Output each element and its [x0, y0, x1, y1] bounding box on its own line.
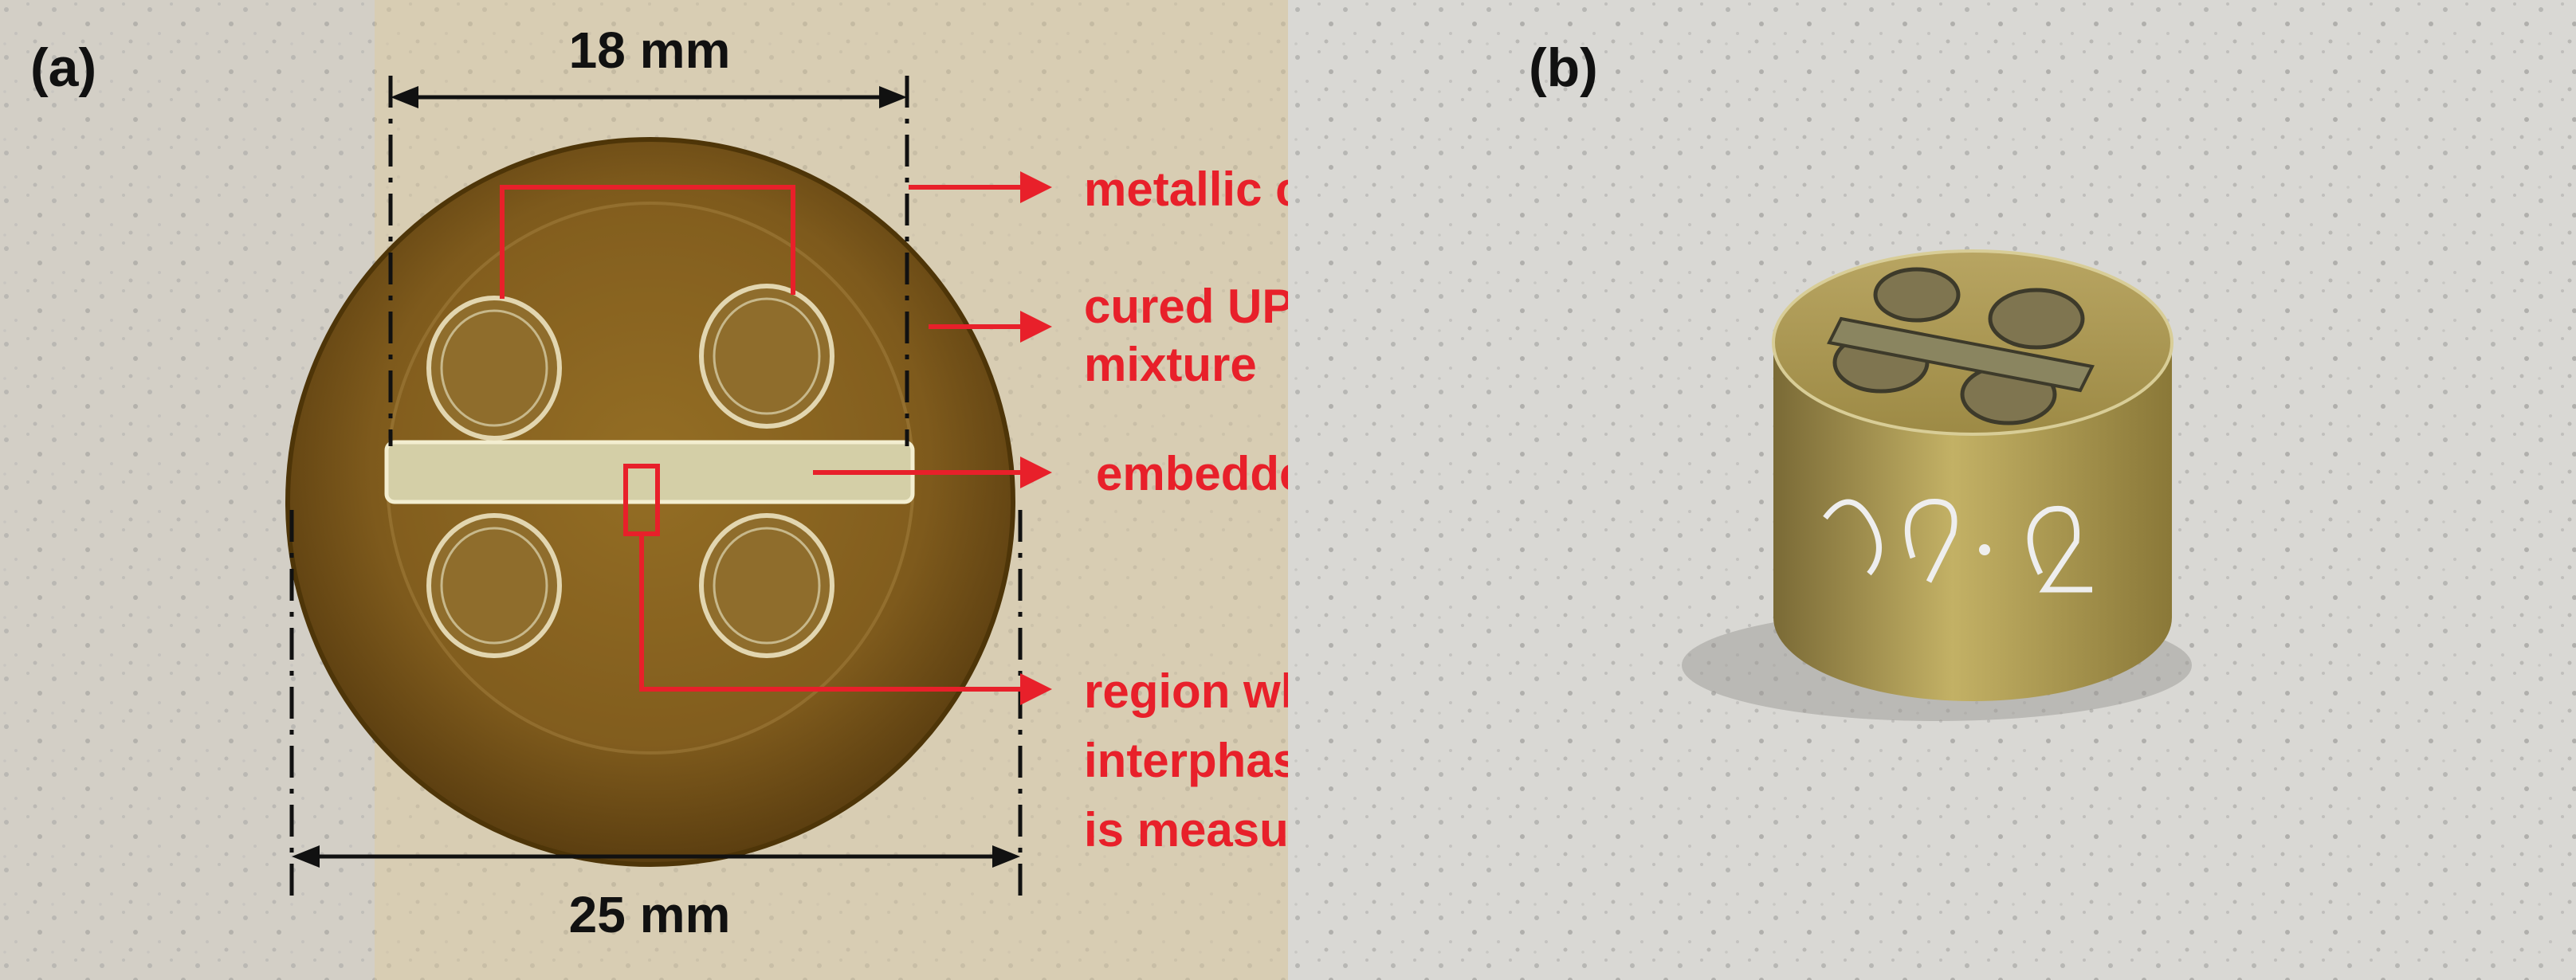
panel-b: (b) [1288, 0, 2576, 980]
dimension-arrow-left [391, 86, 418, 108]
dimension-25mm [289, 510, 1023, 904]
embedded-pc-strip-b [1827, 316, 2095, 393]
resin-disc-rim [285, 137, 1015, 867]
panel-a-label: (a) [30, 37, 96, 98]
dimension-arrow-right [879, 86, 907, 108]
label-mixture-line2: mixture [1084, 338, 1257, 391]
annotation-arrowheads [1020, 171, 1052, 705]
cylinder-side [1773, 343, 2172, 701]
resin-cylinder [1772, 249, 2174, 701]
clamp-bottom-left [426, 513, 562, 658]
clamp-top-right [699, 284, 834, 429]
metallic-clamps [426, 284, 834, 658]
dimension-inner-label: 18 mm [569, 22, 731, 79]
clamps-bracket [500, 185, 795, 299]
clamp-bottom-right [699, 513, 834, 658]
dimension-18mm [388, 76, 909, 446]
panel-b-label: (b) [1529, 37, 1598, 98]
panel-a: (a) 18 mm 25 mm metallic clamps cured UP… [0, 0, 1560, 980]
clamp-top-left [426, 296, 562, 441]
dimension-outer-label: 25 mm [569, 886, 731, 943]
region-leader [639, 534, 1024, 692]
annotation-leaders [500, 185, 1024, 692]
